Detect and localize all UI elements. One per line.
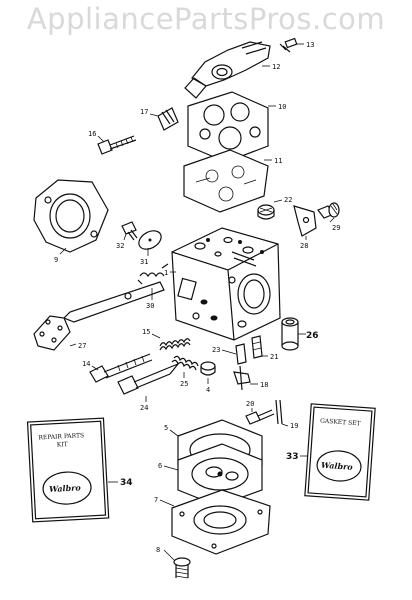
gasket-set-logo: Walbro — [321, 460, 354, 472]
part-30-spring — [137, 263, 169, 285]
repair-kit-title: REPAIR PARTS — [38, 432, 84, 441]
part-29-screw — [317, 202, 340, 219]
part-4-plug — [200, 361, 216, 376]
part-22-cap — [257, 204, 275, 220]
callout-26: 26 — [306, 331, 319, 341]
part-20-screw — [245, 409, 275, 425]
gasket-set-card: GASKET SET Walbro — [304, 403, 376, 501]
part-23-pin — [235, 343, 247, 365]
part-10-gasket — [187, 91, 269, 163]
gasket-set-title: GASKET SET — [320, 418, 361, 428]
callout-33: 33 — [286, 452, 299, 462]
callout-21: 21 — [270, 353, 278, 361]
part-8-screw — [173, 557, 191, 579]
part-11-diaphragm — [183, 149, 269, 213]
repair-kit-subtitle: KIT — [57, 441, 68, 449]
part-32-screw — [121, 221, 138, 241]
callout-labels: 13 12 10 17 16 11 9 32 22 29 28 31 30 1 … — [54, 41, 340, 554]
callout-31: 31 — [140, 258, 148, 266]
callout-1: 1 — [164, 269, 168, 277]
callout-30: 30 — [146, 302, 154, 310]
callout-34: 34 — [120, 478, 133, 488]
part-21-pin — [251, 335, 263, 359]
callout-22: 22 — [284, 196, 292, 204]
part-7-cover — [171, 489, 271, 555]
part-27-shaft — [33, 281, 165, 351]
callout-23: 23 — [212, 346, 220, 354]
callout-13: 13 — [306, 41, 314, 49]
callout-9: 9 — [54, 256, 58, 264]
callout-17: 17 — [140, 108, 148, 116]
part-12-cover — [184, 41, 271, 99]
callout-27: 27 — [78, 342, 86, 350]
callout-12: 12 — [272, 63, 280, 71]
part-19-pin — [275, 399, 283, 425]
callout-5: 5 — [164, 424, 168, 432]
callout-4: 4 — [206, 386, 210, 394]
part-6-diaphragm — [177, 443, 263, 507]
callout-24: 24 — [140, 404, 148, 412]
part-14-screw — [89, 353, 153, 383]
callout-18: 18 — [260, 381, 268, 389]
part-18-lever — [233, 365, 251, 391]
watermark: AppliancePartsPros.com — [26, 2, 386, 36]
callout-8: 8 — [156, 546, 160, 554]
part-17-fitting — [157, 107, 179, 131]
part-24-needle — [117, 362, 180, 395]
part-26-fitting — [281, 317, 299, 351]
callout-7: 7 — [154, 496, 158, 504]
repair-kit-logo: Walbro — [49, 482, 82, 494]
callout-11: 11 — [274, 157, 282, 165]
carburetor-body — [171, 227, 281, 341]
callout-15: 15 — [142, 328, 150, 336]
part-13-screw — [279, 37, 298, 53]
callout-10: 10 — [278, 103, 286, 111]
callout-14: 14 — [82, 360, 90, 368]
callout-32: 32 — [116, 242, 124, 250]
callout-25: 25 — [180, 380, 188, 388]
repair-kit-card: REPAIR PARTS KIT Walbro — [26, 417, 110, 523]
part-25-spring — [171, 355, 199, 371]
part-9-gasket — [33, 179, 109, 253]
callout-19: 19 — [290, 422, 298, 430]
part-15-spring — [159, 338, 191, 351]
leader-lines — [59, 43, 335, 561]
part-28-bracket — [293, 205, 317, 237]
part-31-plate — [138, 230, 162, 250]
callout-16: 16 — [88, 130, 96, 138]
callout-20: 20 — [246, 400, 254, 408]
part-16-screw — [97, 135, 137, 155]
callout-6: 6 — [158, 462, 162, 470]
callout-28: 28 — [300, 242, 308, 250]
callout-29: 29 — [332, 224, 340, 232]
